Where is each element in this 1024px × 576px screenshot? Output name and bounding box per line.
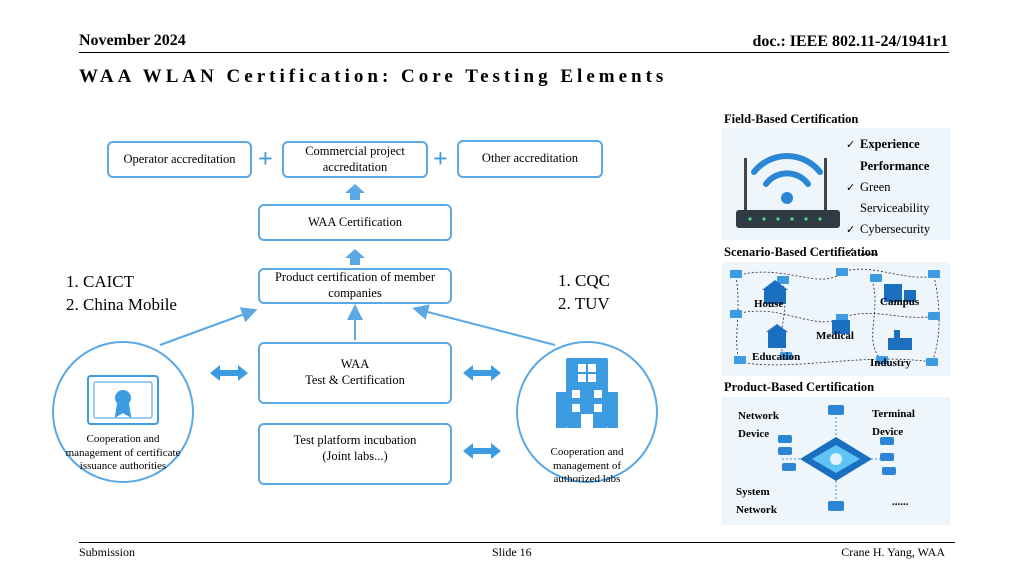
left-partner-1: 1. CAICT: [66, 272, 134, 291]
checkmark-icon: ✓: [846, 139, 856, 151]
header-date: November 2024: [79, 32, 186, 49]
waa-test-certification-box: WAA Test & Certification: [258, 342, 452, 404]
arrow-up-to-commercial: [345, 184, 365, 200]
wifi-router-icon: [736, 153, 840, 228]
certificate-icon: [87, 375, 159, 425]
scenario-label-education: Education: [752, 351, 801, 363]
product-label-system: System: [736, 486, 770, 498]
right-partner-list: 1. CQC 2. TUV: [558, 269, 610, 315]
product-device-graphic: [778, 405, 896, 511]
scenario-label-campus: Campus: [880, 296, 920, 308]
product-label-terminal-device: Terminal Device: [872, 405, 915, 441]
footer-author: Crane H. Yang, WAA: [841, 545, 945, 559]
double-arrow-right-top: [463, 365, 501, 381]
platform-line2: (Joint labs...): [322, 448, 388, 463]
field-check-label: Experience: [860, 137, 920, 151]
scenario-panel: House Campus Medical Education Industry: [722, 262, 950, 376]
right-circle-label-line2: management of: [552, 459, 622, 472]
header-divider: [79, 52, 949, 53]
building-icons: [762, 280, 916, 350]
footer-divider: [79, 542, 955, 543]
other-accreditation-box: Other accreditation: [457, 140, 603, 178]
left-partner-list: 1. CAICT 2. China Mobile: [66, 270, 177, 316]
arrow-up-to-waa-cert: [345, 249, 365, 265]
checkmark-icon: ✓: [846, 181, 856, 194]
product-label-network-2: Network: [736, 504, 777, 516]
scenario-label-industry: Industry: [870, 357, 911, 369]
slide-title: WAA WLAN Certification: Core Testing Ele…: [79, 66, 668, 87]
product-label-device-1: Device: [738, 428, 770, 440]
device-icons: [778, 405, 896, 511]
scenario-label-house: House: [754, 298, 784, 310]
checkmark-icon: ✓: [846, 224, 856, 237]
field-check-item: Serviceability: [846, 198, 930, 219]
double-arrow-left: [210, 365, 248, 381]
product-label-terminal: Terminal: [872, 408, 915, 420]
product-panel: Network Device Terminal Device System Ne…: [722, 397, 950, 525]
plus-sign-2: +: [433, 144, 448, 173]
right-partner-2: 2. TUV: [558, 294, 610, 313]
waa-test-line1: WAA: [340, 357, 370, 372]
double-arrows: [210, 365, 501, 459]
left-partner-2: 2. China Mobile: [66, 295, 177, 314]
commercial-accreditation-box: Commercial project accreditation: [282, 141, 428, 178]
field-check-label: ......: [860, 243, 879, 258]
field-check-item: ✓ Experience: [846, 134, 930, 156]
scenario-label-medical: Medical: [816, 330, 854, 342]
platform-line1: Test platform incubation: [293, 433, 417, 447]
operator-accreditation-box: Operator accreditation: [107, 141, 252, 178]
field-check-label: Cybersecurity: [860, 222, 931, 237]
diagram-connectors: [52, 184, 658, 483]
product-label-system-network: System Network: [736, 483, 777, 519]
scenario-panel-title: Scenario-Based Certification: [724, 245, 878, 259]
product-label-device-2: Device: [872, 426, 904, 438]
building-icon: [556, 358, 618, 428]
field-check-item: ✓ Green: [846, 177, 930, 199]
arrow-left-circle-to-product: [159, 307, 258, 346]
product-label-network-device: Network Device: [738, 407, 779, 443]
up-arrows: [345, 184, 365, 265]
footer-submission: Submission: [79, 545, 136, 559]
right-circle-label-line1: Cooperation and: [550, 446, 624, 458]
field-check-label: Performance: [860, 158, 930, 173]
field-check-item: ✓......: [846, 241, 930, 263]
scenario-network-graphic: [730, 268, 940, 366]
plus-sign-1: +: [258, 144, 273, 173]
header-doc-id: doc.: IEEE 802.11-24/1941r1: [752, 33, 948, 50]
left-circle-label-line3: issuance authorities: [79, 460, 167, 472]
product-label-network: Network: [738, 410, 779, 422]
field-check-item: ✓ Cybersecurity: [846, 219, 930, 241]
left-circle-label: Cooperation and management of certificat…: [52, 433, 194, 474]
right-circle-label: Cooperation and management of authorized…: [540, 446, 634, 487]
field-check-label: Serviceability: [860, 201, 930, 216]
arrow-right-circle-to-product: [412, 304, 556, 346]
product-panel-title: Product-Based Certification: [724, 380, 875, 394]
field-check-item: Performance: [846, 156, 930, 177]
product-label-more: ......: [892, 496, 909, 508]
waa-test-line2: Test & Certification: [305, 373, 405, 387]
checkmark-icon: ✓: [846, 245, 856, 258]
field-panel-title: Field-Based Certification: [724, 112, 859, 126]
left-circle-label-line2: management of certificate: [65, 446, 181, 459]
waa-certification-box: WAA Certification: [258, 204, 452, 241]
right-partner-1: 1. CQC: [558, 271, 610, 290]
left-circle-label-line1: Cooperation and: [86, 433, 160, 445]
product-certification-box: Product certification of member companie…: [258, 268, 452, 304]
double-arrow-right-bottom: [463, 443, 501, 459]
right-circle-label-line3: authorized labs: [553, 473, 621, 485]
access-point-icons: [730, 268, 940, 366]
field-check-label: Green: [860, 179, 891, 194]
footer-slide-number: Slide 16: [492, 545, 532, 559]
test-platform-incubation-box: Test platform incubation (Joint labs...): [258, 423, 452, 485]
